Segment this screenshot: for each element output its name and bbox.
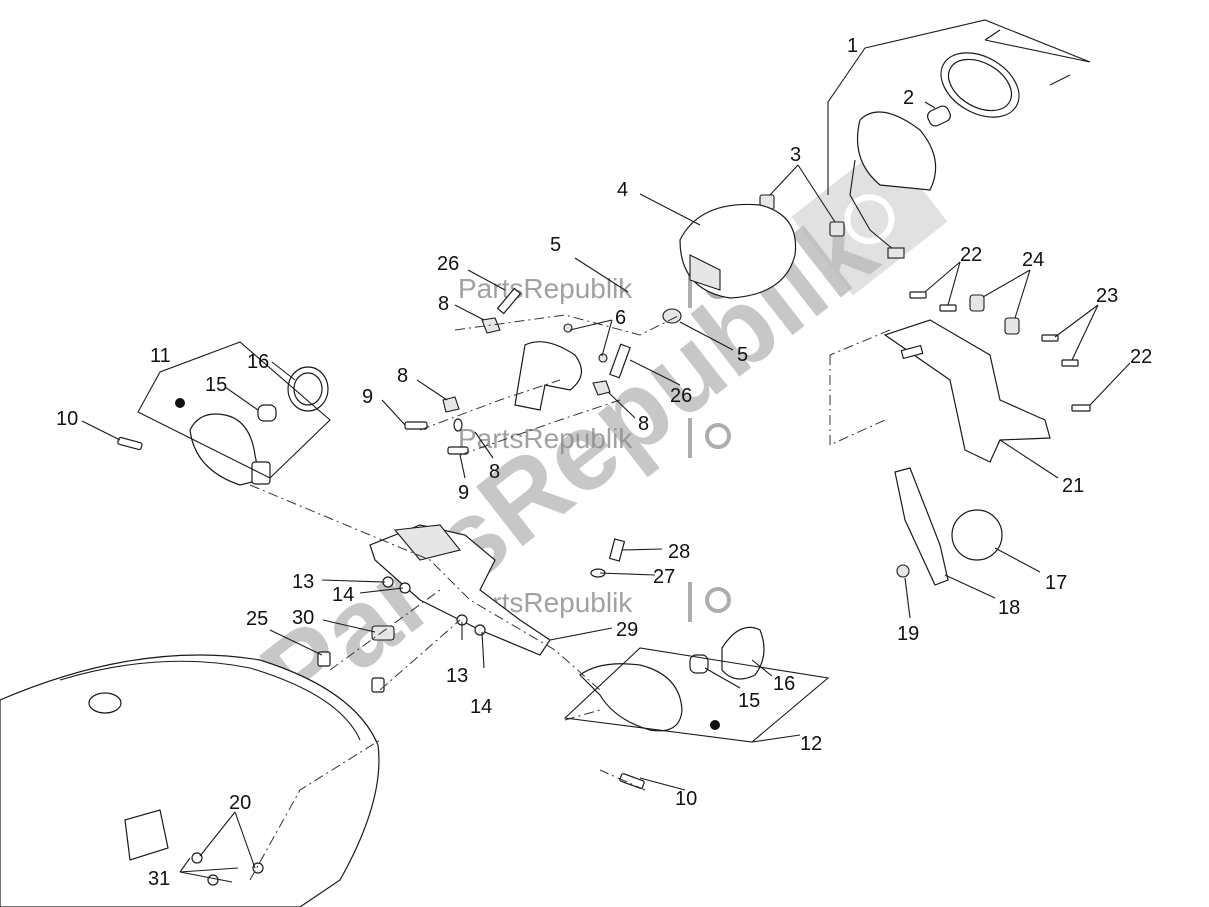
callout-25: 25 [246, 608, 268, 630]
callout-13: 13 [446, 665, 468, 687]
right-indicator [579, 626, 765, 789]
assembly-guide-lines [249, 314, 891, 881]
tail-light-housing [679, 203, 797, 299]
callout-24: 24 [1022, 249, 1044, 271]
light-bracket [514, 341, 582, 411]
callout-10: 10 [56, 408, 78, 430]
callout-26: 26 [670, 385, 692, 407]
tail-light-lens-assembly [849, 29, 1071, 259]
callout-5: 5 [737, 344, 748, 366]
callout-9: 9 [458, 482, 469, 504]
callout-8: 8 [438, 293, 449, 315]
callout-1: 1 [847, 35, 858, 57]
callout-15: 15 [738, 690, 760, 712]
reflector-assembly [894, 467, 1003, 586]
callout-4: 4 [617, 179, 628, 201]
callout-23: 23 [1096, 285, 1118, 307]
callout-19: 19 [897, 623, 919, 645]
callout-16: 16 [247, 351, 269, 373]
watermark-badge-text: PartsRepublik [458, 423, 633, 454]
callout-26: 26 [437, 253, 459, 275]
left-indicator [117, 366, 329, 486]
callout-30: 30 [292, 607, 314, 629]
callout-2: 2 [903, 87, 914, 109]
callout-27: 27 [653, 566, 675, 588]
watermark-badge-2: PartsRepublik [458, 418, 731, 458]
leader-lines [81, 19, 1131, 883]
callout-17: 17 [1045, 572, 1067, 594]
callout-6: 6 [615, 307, 626, 329]
callout-15: 15 [205, 374, 227, 396]
plate-holder-bracket [883, 291, 1091, 463]
callout-13: 13 [292, 571, 314, 593]
callout-8: 8 [638, 413, 649, 435]
watermark-large-text: PartsRepublik [239, 186, 898, 739]
callout-labels: 1 2 3 4 5 5 6 8 8 8 8 9 9 10 10 11 12 13… [56, 35, 1152, 890]
callout-29: 29 [616, 619, 638, 641]
callout-12: 12 [800, 733, 822, 755]
callout-28: 28 [668, 541, 690, 563]
gear-icon [705, 587, 731, 613]
callout-11: 11 [150, 345, 171, 367]
callout-14: 14 [470, 696, 492, 718]
callout-18: 18 [998, 597, 1020, 619]
callout-22: 22 [1130, 346, 1152, 368]
callout-22: 22 [960, 244, 982, 266]
gear-icon [705, 423, 731, 449]
callout-9: 9 [362, 386, 373, 408]
watermark-badge-3: PartsRepublik [458, 582, 731, 622]
callout-31: 31 [148, 868, 170, 890]
callout-5: 5 [550, 234, 561, 256]
callout-21: 21 [1062, 475, 1084, 497]
callout-20: 20 [229, 792, 251, 814]
callout-16: 16 [773, 673, 795, 695]
watermark-badge-text: PartsRepublik [458, 273, 633, 304]
rear-mudguard [0, 654, 380, 907]
callout-8: 8 [397, 365, 408, 387]
callout-3: 3 [790, 144, 801, 166]
callout-10: 10 [675, 788, 697, 810]
callout-8: 8 [489, 461, 500, 483]
watermark-badge-1: PartsRepublik [458, 268, 731, 308]
fasteners-upper [404, 287, 682, 455]
callout-14: 14 [332, 584, 354, 606]
